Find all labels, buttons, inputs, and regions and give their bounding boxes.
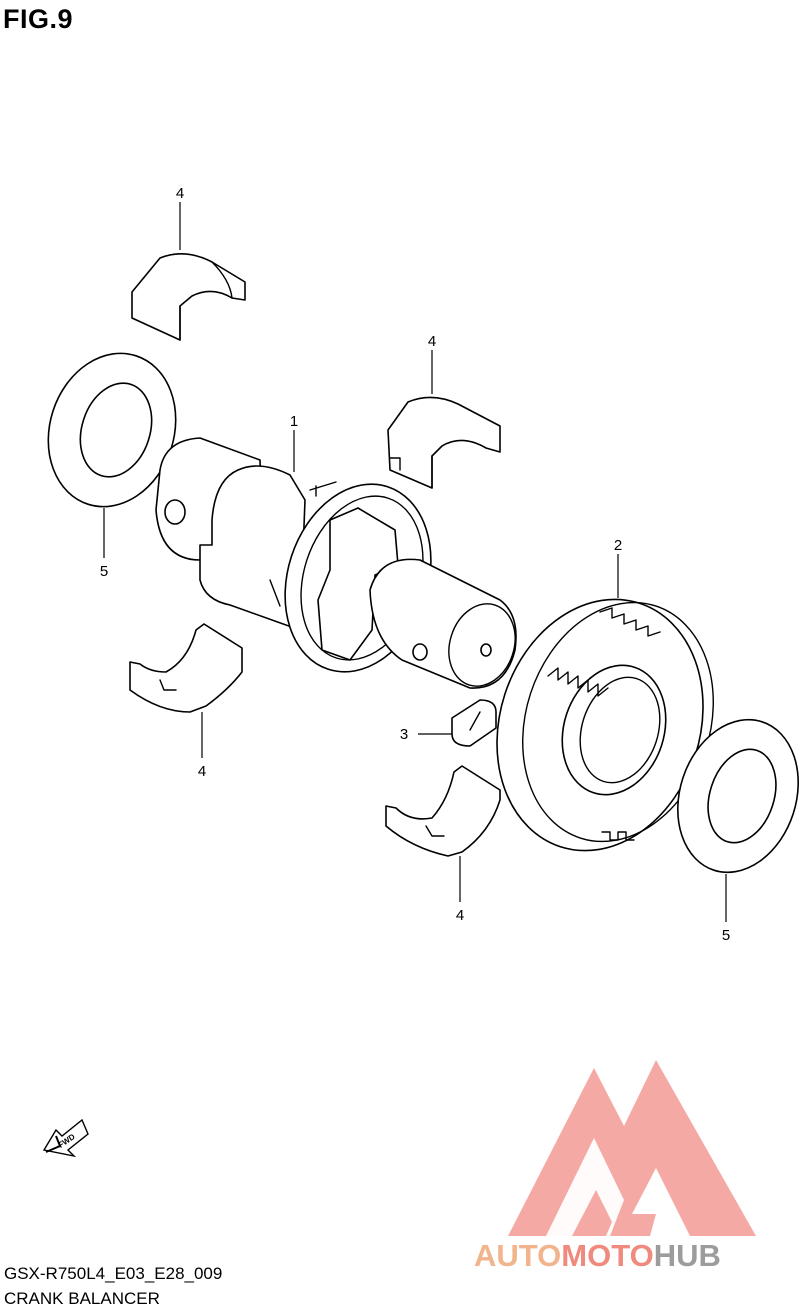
callout-4-lower-right: 4 bbox=[456, 907, 464, 924]
watermark-brand-moto: MOTO bbox=[561, 1238, 653, 1273]
callout-4-upper-left: 4 bbox=[176, 185, 184, 202]
callout-1: 1 bbox=[290, 413, 298, 430]
bearing-lower-left[interactable] bbox=[129, 623, 243, 713]
bearing-upper-left[interactable] bbox=[131, 253, 246, 341]
callout-3: 3 bbox=[400, 726, 408, 743]
balancer-shaft[interactable] bbox=[155, 437, 525, 695]
callout-5-left: 5 bbox=[100, 563, 108, 580]
callout-4-upper-right: 4 bbox=[428, 333, 436, 350]
bearing-upper-right[interactable] bbox=[387, 396, 501, 489]
callout-4-lower-left: 4 bbox=[198, 763, 206, 780]
watermark-brand-auto: AUTO bbox=[474, 1238, 561, 1273]
callout-5-right: 5 bbox=[722, 927, 730, 944]
watermark-brand-hub: HUB bbox=[654, 1238, 721, 1273]
key[interactable] bbox=[451, 699, 497, 747]
washer-right[interactable] bbox=[659, 704, 800, 888]
watermark-logo: AUTOMOTOHUB bbox=[474, 1060, 756, 1273]
watermark-brand: AUTOMOTOHUB bbox=[474, 1238, 721, 1273]
diagram-name: CRANK BALANCER bbox=[4, 1289, 160, 1308]
bearing-lower-right[interactable] bbox=[385, 765, 501, 857]
figure-title: FIG.9 bbox=[3, 4, 74, 34]
diagram-code: GSX-R750L4_E03_E28_009 bbox=[4, 1264, 223, 1283]
balancer-driven-gear[interactable] bbox=[465, 572, 743, 877]
fwd-arrow-icon: FWD bbox=[42, 1118, 89, 1158]
callout-2: 2 bbox=[614, 537, 622, 554]
